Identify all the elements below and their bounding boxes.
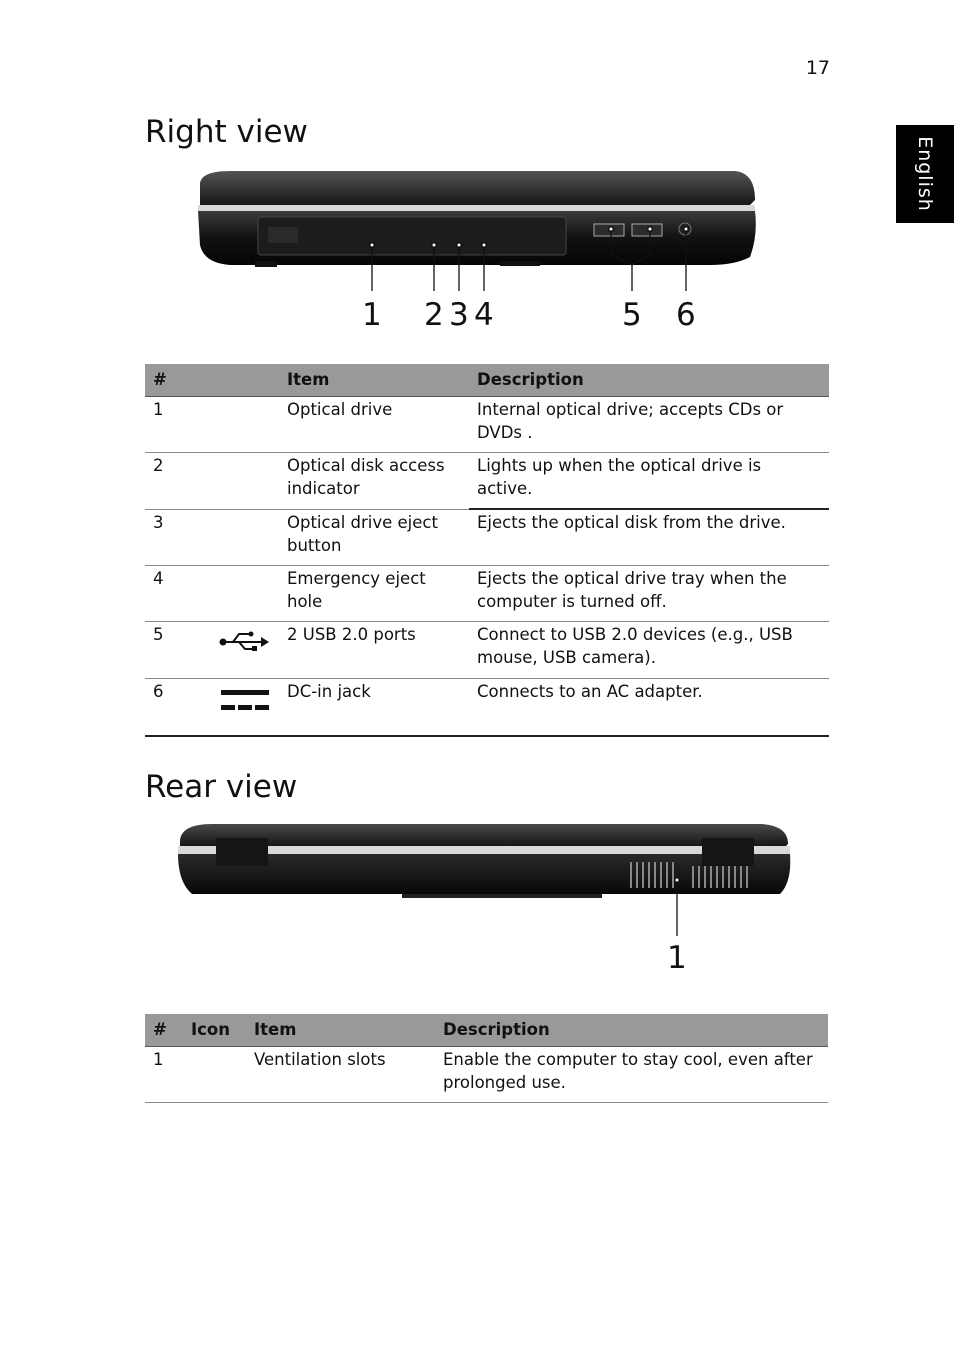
language-tab: English xyxy=(896,125,954,223)
header-icon xyxy=(195,364,279,397)
row-number: 5 xyxy=(145,621,195,679)
rear-callout-1: 1 xyxy=(667,940,687,976)
callout-2: 2 xyxy=(424,297,444,333)
row-item: Optical disk access indicator xyxy=(279,452,469,510)
rear-view-table: # Icon Item Description 1 Ventilation sl… xyxy=(145,1014,828,1103)
row-number: 1 xyxy=(145,396,195,453)
row-description: Connect to USB 2.0 devices (e.g., USB mo… xyxy=(469,621,829,679)
rear-view-title: Rear view xyxy=(145,769,298,805)
language-tab-label: English xyxy=(914,136,936,212)
row-item: 2 USB 2.0 ports xyxy=(279,621,469,679)
callout-4: 4 xyxy=(474,297,494,333)
header-number: # xyxy=(145,364,195,397)
header-icon: Icon xyxy=(183,1014,246,1047)
callout-6: 6 xyxy=(676,297,696,333)
row-number: 6 xyxy=(145,678,195,737)
header-item: Item xyxy=(246,1014,435,1047)
row-number: 4 xyxy=(145,565,195,622)
dc-in-icon xyxy=(221,689,269,710)
right-view-table: # Item Description 1 Optical drive Inter… xyxy=(145,364,829,737)
row-number: 2 xyxy=(145,452,195,510)
row-item: Optical drive xyxy=(279,396,469,453)
table-row: 3 Optical drive eject button Ejects the … xyxy=(145,509,829,566)
callout-5: 5 xyxy=(622,297,642,333)
callout-3: 3 xyxy=(449,297,469,333)
table-header-row: # Item Description xyxy=(145,364,829,397)
laptop-right-side-image: 1 2 3 4 5 6 xyxy=(198,171,756,333)
row-description: Lights up when the optical drive is acti… xyxy=(469,452,829,510)
row-item: Emergency eject hole xyxy=(279,565,469,622)
callout-1: 1 xyxy=(362,297,382,333)
row-item: DC-in jack xyxy=(279,678,469,737)
table-row: 1 Optical drive Internal optical drive; … xyxy=(145,396,829,453)
table-row: 2 Optical disk access indicator Lights u… xyxy=(145,452,829,510)
row-description: Ejects the optical drive tray when the c… xyxy=(469,565,829,622)
row-number: 1 xyxy=(145,1046,183,1103)
row-number: 3 xyxy=(145,509,195,566)
row-description: Ejects the optical disk from the drive. xyxy=(469,509,829,566)
right-view-title: Right view xyxy=(145,114,308,150)
header-description: Description xyxy=(435,1014,828,1047)
table-header-row: # Icon Item Description xyxy=(145,1014,828,1047)
table-row: 4 Emergency eject hole Ejects the optica… xyxy=(145,565,829,622)
row-description: Enable the computer to stay cool, even a… xyxy=(435,1046,828,1103)
row-item: Ventilation slots xyxy=(246,1046,435,1103)
row-description: Internal optical drive; accepts CDs or D… xyxy=(469,396,829,453)
usb-icon xyxy=(219,631,269,651)
row-item: Optical drive eject button xyxy=(279,509,469,566)
header-description: Description xyxy=(469,364,829,397)
page-number: 17 xyxy=(805,57,830,79)
row-description: Connects to an AC adapter. xyxy=(469,678,829,737)
laptop-rear-image: 1 xyxy=(178,824,791,976)
table-row: 1 Ventilation slots Enable the computer … xyxy=(145,1046,828,1103)
table-row: 5 2 USB 2.0 ports Connect to USB 2.0 dev… xyxy=(145,621,829,679)
table-row: 6 DC-in jack Connects to an AC adapter. xyxy=(145,678,829,737)
header-item: Item xyxy=(279,364,469,397)
header-number: # xyxy=(145,1014,183,1047)
